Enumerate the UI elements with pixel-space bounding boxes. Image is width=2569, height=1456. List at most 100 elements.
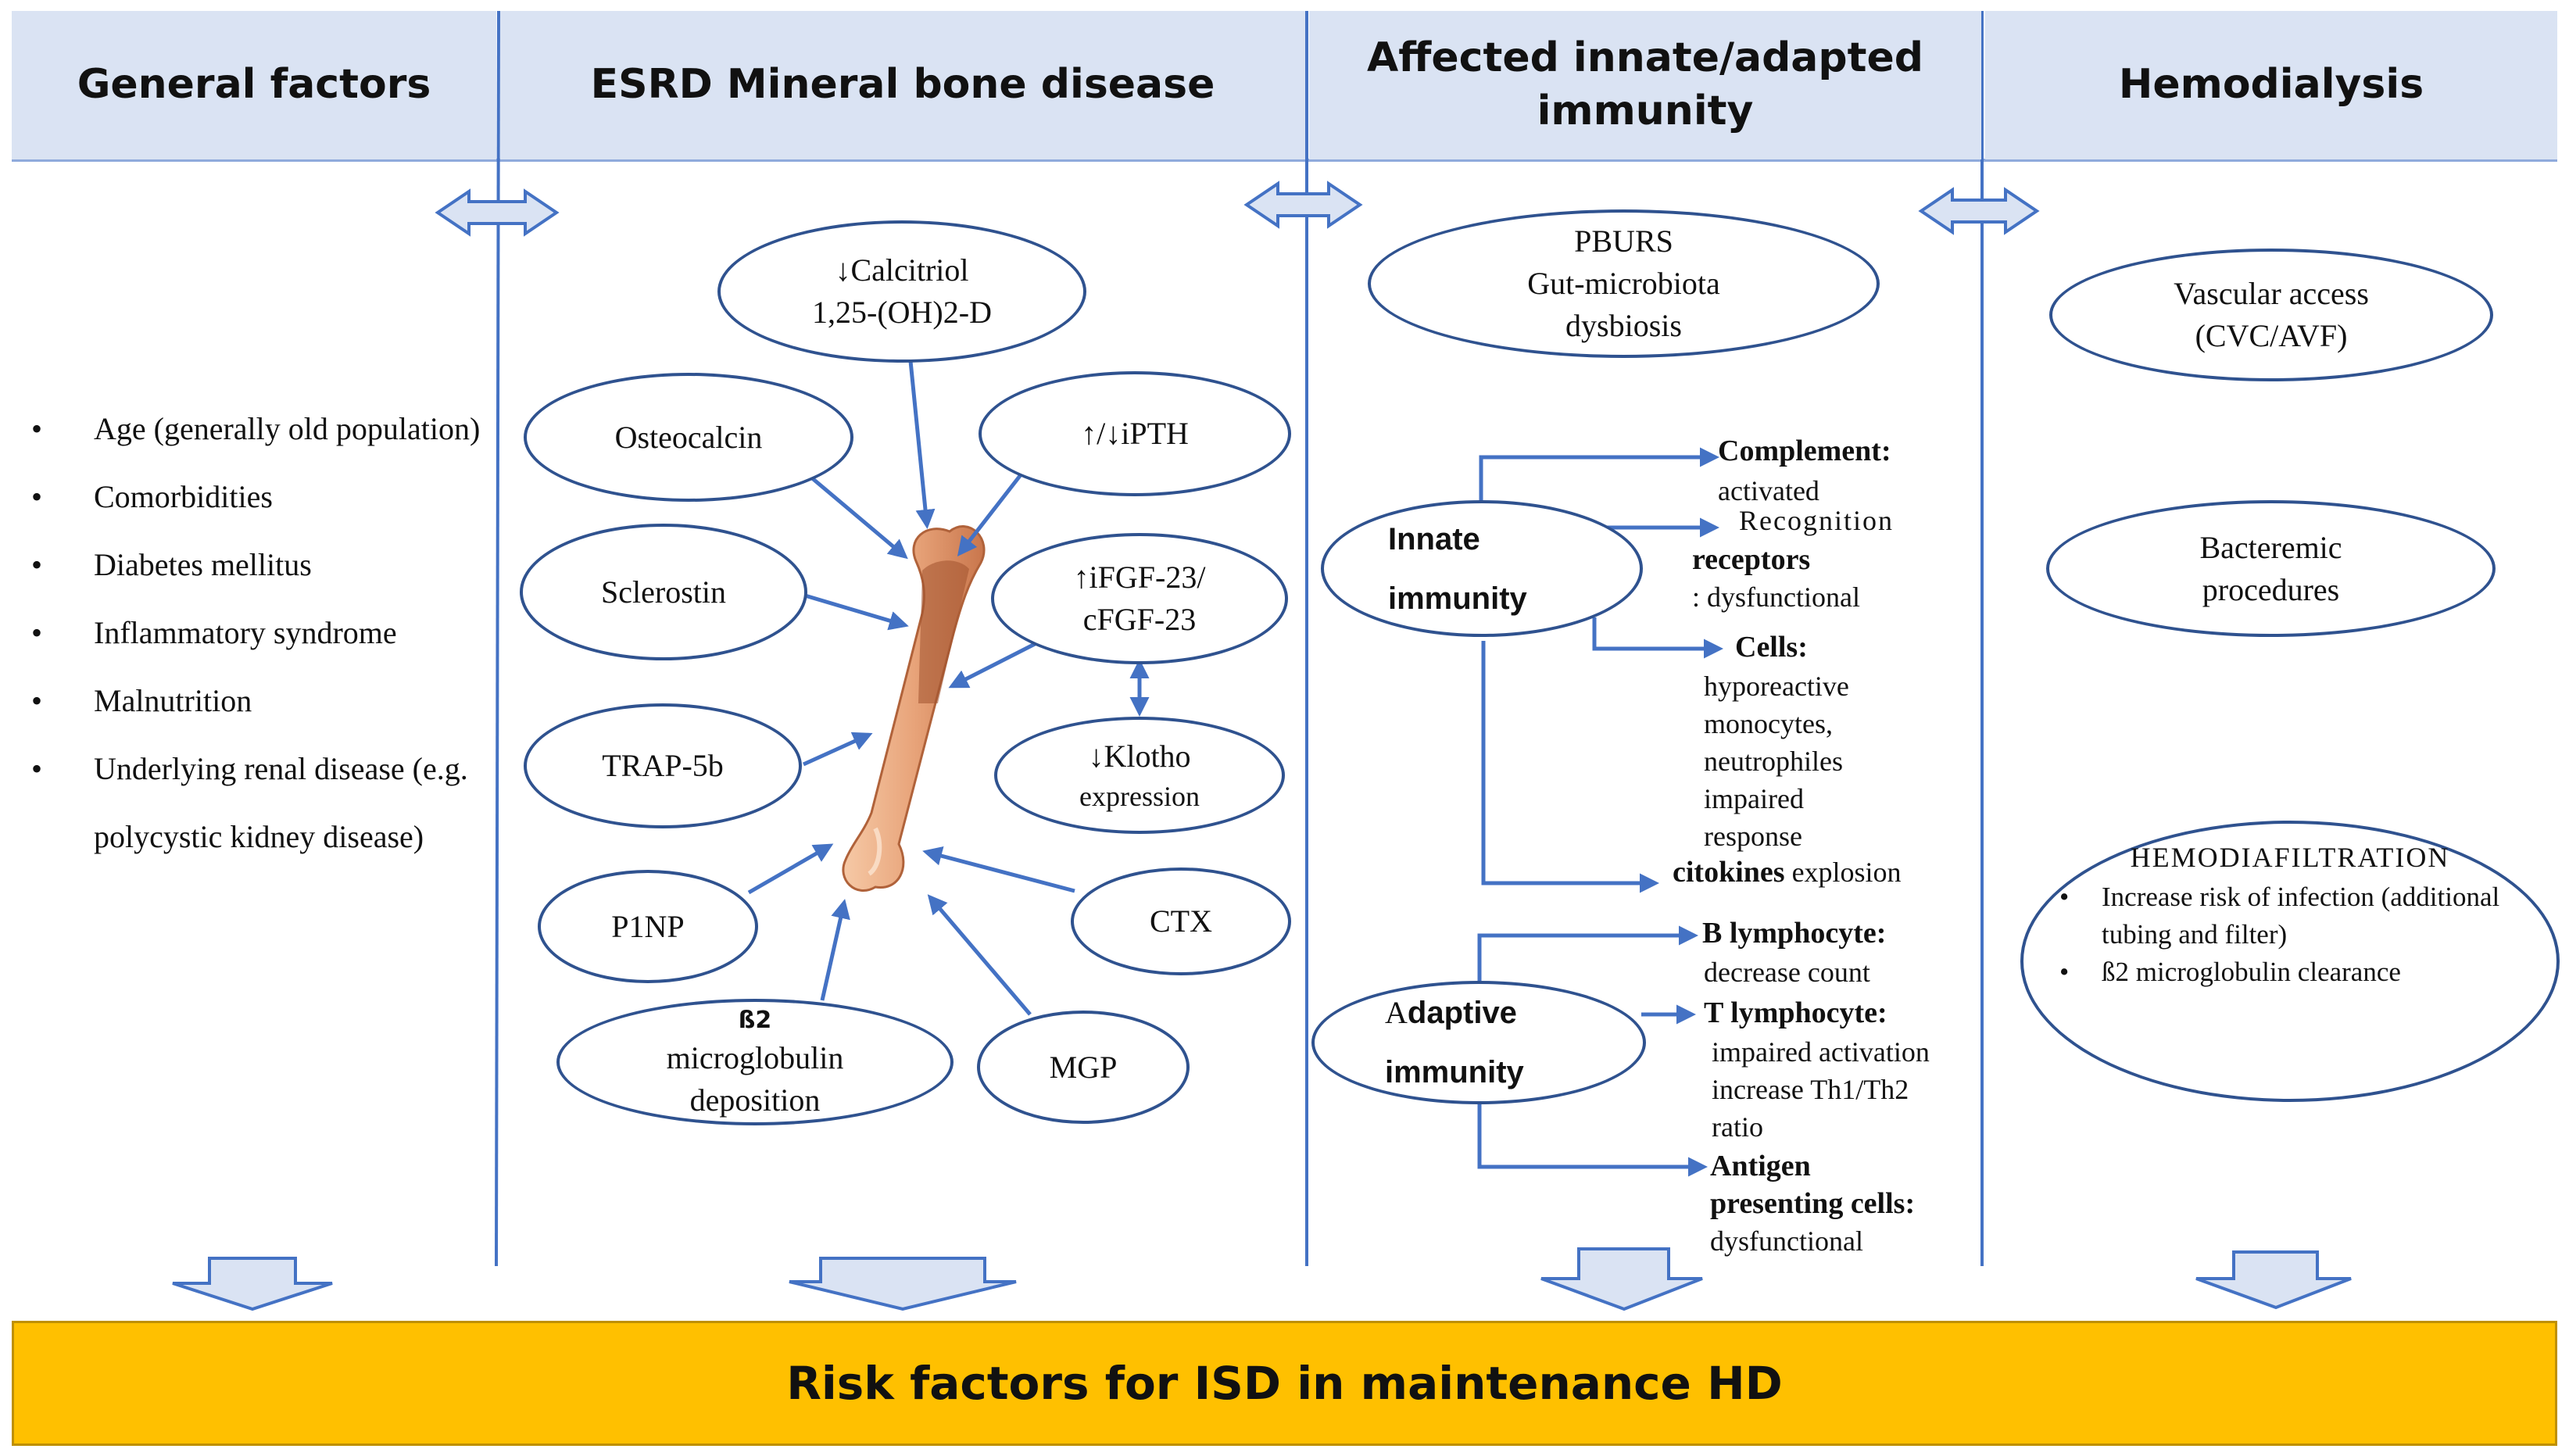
label-t-lymphocyte-sub: impaired activation increase Th1/Th2 rat… [1712, 1033, 1930, 1146]
arrow-osteocalcin [800, 467, 908, 560]
node-label: daptive [1407, 996, 1517, 1030]
arrow-trap [802, 732, 873, 767]
node-label: immunity [1385, 1055, 1524, 1089]
node-label: Innate [1388, 521, 1480, 556]
label-citokines: citokines explosion [1673, 853, 1902, 891]
header-hemodialysis: Hemodialysis [1985, 11, 2557, 159]
hdf-list: Increase risk of infection (additional t… [2020, 878, 2560, 991]
label-title: B lymphocyte: [1702, 917, 1887, 950]
label-title: Antigen [1710, 1150, 1811, 1182]
label-title: Complement: [1718, 435, 1891, 467]
label-antigen: Antigen presenting cells: dysfunctional [1710, 1147, 1915, 1260]
list-item: Comorbidities [31, 463, 492, 531]
node-label: Sclerostin [601, 574, 726, 610]
node-sclerostin: Sclerostin [520, 524, 807, 660]
label-line: neutrophiles [1704, 746, 1843, 777]
node-sublabel: deposition [689, 1082, 821, 1118]
node-sublabel: dysbiosis [1565, 308, 1682, 343]
label-receptors: receptors [1692, 541, 1810, 578]
arrow-b2m [820, 899, 850, 1001]
node-innate-immunity: Innate immunity [1321, 500, 1643, 637]
hemodiafiltration-content: HEMODIAFILTRATION Increase risk of infec… [2020, 821, 2560, 1102]
list-item: Inflammatory syndrome [31, 599, 492, 667]
adaptive-connectors [1477, 925, 1708, 1177]
node-ctx: CTX [1071, 868, 1291, 975]
footer-banner: Risk factors for ISD in maintenance HD [12, 1321, 2557, 1446]
node-sublabel: 1,25-(OH)2-D [812, 295, 992, 330]
header-general-factors: General factors [12, 11, 496, 159]
node-label: immunity [1388, 581, 1527, 616]
node-calcitriol: ↓Calcitriol 1,25-(OH)2-D [717, 220, 1086, 363]
double-arrow-icon [1243, 181, 1363, 229]
node-label: Osteocalcin [614, 419, 763, 455]
node-sublabel: (CVC/AVF) [2195, 318, 2348, 353]
label-line: dysfunctional [1710, 1225, 1863, 1257]
arrow-mgp [927, 894, 1032, 1016]
node-label: CTX [1150, 903, 1212, 939]
bone-cluster-arrows [747, 360, 1150, 1016]
label-cells-sub: hyporeactive monocytes, neutrophiles imp… [1704, 667, 1849, 855]
node-label: MGP [1049, 1049, 1118, 1085]
node-label: ↓Calcitriol [835, 252, 969, 288]
node-klotho: ↓Klotho expression [994, 717, 1285, 834]
label-line: ratio [1712, 1111, 1763, 1143]
node-ipth: ↑/↓iPTH [979, 371, 1291, 496]
general-factors-list: Age (generally old population) Comorbidi… [31, 395, 492, 871]
node-mgp: MGP [977, 1011, 1190, 1124]
label-title: Cells: [1735, 631, 1808, 664]
label-title: T lymphocyte: [1704, 996, 1887, 1029]
label-line: impaired [1704, 783, 1804, 814]
label-line: monocytes, [1704, 708, 1833, 739]
label-b-lymphocyte-sub: decrease count [1704, 957, 1870, 988]
label-b-lymphocyte: B lymphocyte: [1702, 914, 1886, 952]
arrow-calcitriol [908, 360, 936, 529]
node-label: ↓Klotho [1088, 738, 1191, 774]
label-title: citokines [1673, 856, 1785, 889]
node-sublabel: procedures [2202, 571, 2340, 607]
node-label: PBURS [1574, 224, 1673, 259]
node-vascular-access: Vascular access (CVC/AVF) [2049, 249, 2493, 381]
list-item: Diabetes mellitus [31, 531, 492, 599]
label-title: presenting cells: [1710, 1187, 1916, 1220]
label-complement: Complement: [1718, 432, 1891, 470]
node-pburs: PBURS Gut-microbiota dysbiosis [1368, 209, 1880, 358]
down-arrow-icon [1540, 1247, 1703, 1311]
header-esrd-mineral-bone-disease: ESRD Mineral bone disease [500, 11, 1305, 159]
node-adaptive-immunity: Adaptive immunity [1311, 981, 1646, 1104]
hdf-title: HEMODIAFILTRATION [2130, 842, 2450, 873]
bone-icon [842, 525, 986, 893]
header-affected-immunity: Affected innate/adapted immunity [1309, 11, 1981, 159]
double-arrow-icon [435, 188, 560, 237]
double-arrow-icon [1918, 187, 2040, 235]
node-label: A [1385, 995, 1408, 1030]
down-arrow-icon [789, 1257, 1017, 1311]
list-item: Malnutrition [31, 667, 492, 735]
node-label: ↑iFGF-23/ [1073, 560, 1206, 595]
node-sublabel: microglobulin [666, 1039, 844, 1075]
node-label: TRAP-5b [602, 748, 724, 783]
list-item: ß2 microglobulin clearance [2020, 953, 2560, 991]
node-label: Bacteremic [2199, 529, 2342, 565]
label-cells: Cells: [1735, 628, 1808, 666]
node-trap5b: TRAP-5b [524, 703, 802, 828]
down-arrow-icon [172, 1257, 333, 1311]
label-line: hyporeactive [1704, 671, 1849, 702]
label-line: impaired activation [1712, 1036, 1930, 1068]
node-label: P1NP [611, 908, 685, 944]
column-divider-1 [495, 10, 500, 1267]
down-arrow-icon [2195, 1250, 2352, 1310]
label-sub: : dysfunctional [1692, 581, 1860, 613]
arrow-sclerostin [804, 593, 909, 631]
node-label: ß2 [738, 1007, 772, 1034]
label-t-lymphocyte: T lymphocyte: [1704, 994, 1887, 1032]
node-b2-microglobulin: ß2 microglobulin deposition [556, 999, 954, 1125]
label-title: receptors [1692, 543, 1811, 576]
label-complement-sub: activated [1718, 475, 1819, 506]
node-sublabel: expression [1079, 780, 1200, 812]
arrow-fgf [948, 640, 1039, 689]
label-receptors-sub: : dysfunctional [1692, 578, 1860, 616]
arrow-ipth [957, 471, 1024, 556]
label-line: response [1704, 821, 1802, 852]
arrow-ctx [922, 846, 1075, 893]
